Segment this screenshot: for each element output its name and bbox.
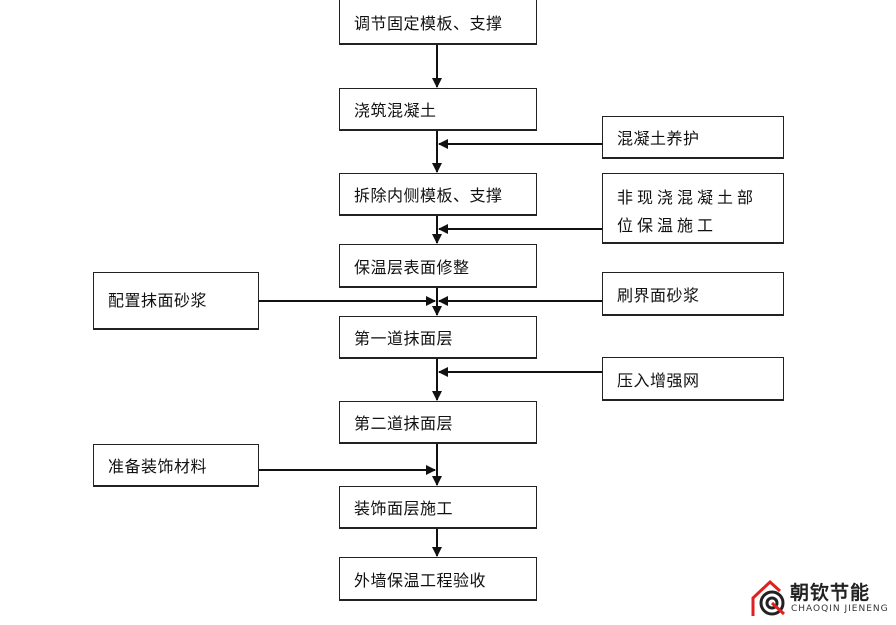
step-box: 调节固定模板、支撑 — [339, 0, 537, 45]
side-input-box: 刷界面砂浆 — [602, 272, 784, 316]
logo-name-en: CHAOQIN JIENENG — [791, 604, 889, 614]
step-box: 第一道抹面层 — [339, 316, 537, 359]
step-box: 外墙保温工程验收 — [339, 557, 537, 601]
step-box: 保温层表面修整 — [339, 244, 537, 288]
step-box: 装饰面层施工 — [339, 486, 537, 529]
step-box: 第二道抹面层 — [339, 401, 537, 444]
step-box: 浇筑混凝土 — [339, 88, 537, 131]
side-input-box: 混凝土养护 — [602, 116, 784, 159]
side-input-box: 压入增强网 — [602, 357, 784, 401]
logo-name-cn: 朝钦节能 — [790, 582, 871, 604]
side-input-box: 非现浇混凝土部位保温施工 — [602, 173, 784, 244]
step-box: 拆除内侧模板、支撑 — [339, 173, 537, 216]
logo-house-icon — [751, 579, 786, 616]
side-input-box: 配置抹面砂浆 — [93, 272, 259, 330]
side-input-box: 准备装饰材料 — [93, 444, 259, 487]
logo: 朝钦节能 CHAOQIN JIENENG — [750, 576, 890, 620]
